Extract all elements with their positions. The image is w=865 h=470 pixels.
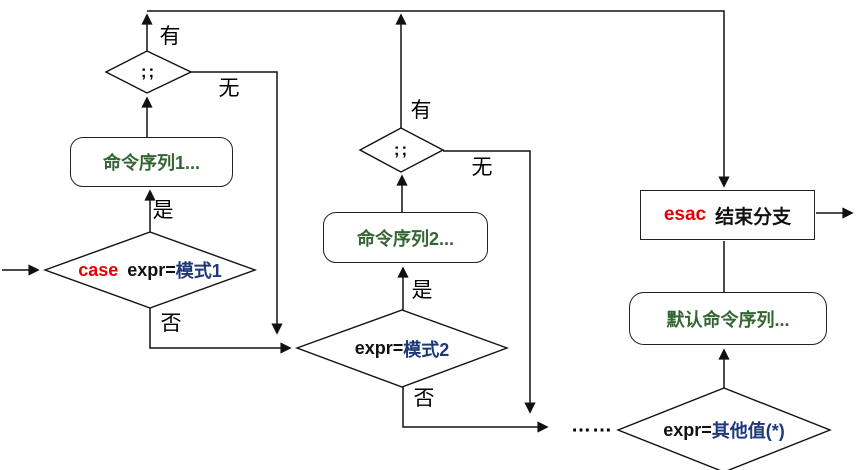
semicolon-diamond-1 bbox=[104, 50, 193, 94]
none-label-1: 无 bbox=[218, 77, 240, 100]
cmd-sequence-2-label: 命令序列2... bbox=[356, 228, 454, 249]
esac-label: 结束分支 bbox=[715, 206, 792, 228]
cmd-sequence-1-label: 命令序列1... bbox=[102, 153, 200, 173]
yes-label-1: 是 bbox=[152, 199, 174, 222]
pattern2-no-line bbox=[402, 387, 549, 433]
yes-label-2: 是 bbox=[411, 279, 433, 302]
semi2-none-line bbox=[443, 150, 536, 414]
have-label-2: 有 bbox=[410, 99, 432, 122]
pattern2-diamond bbox=[294, 309, 510, 388]
no-label-1: 否 bbox=[160, 312, 182, 335]
ellipsis-label: …… bbox=[571, 414, 613, 437]
other-value-diamond bbox=[616, 387, 832, 470]
case-pattern1-diamond bbox=[42, 231, 258, 309]
cmd-sequence-1-box: 命令序列1... bbox=[70, 137, 233, 187]
top-loop-to-esac bbox=[147, 10, 730, 188]
semicolon-diamond-2 bbox=[358, 127, 445, 173]
default-cmd-label: 默认命令序列... bbox=[666, 309, 790, 330]
esac-box: esac 结束分支 bbox=[640, 190, 815, 240]
case-no-line bbox=[149, 308, 292, 354]
none-label-2: 无 bbox=[471, 156, 493, 179]
no-label-2: 否 bbox=[413, 387, 435, 410]
cmd-sequence-2-box: 命令序列2... bbox=[323, 212, 488, 263]
esac-keyword: esac bbox=[663, 204, 707, 225]
semi1-none-line bbox=[191, 71, 283, 335]
default-cmd-box: 默认命令序列... bbox=[629, 292, 827, 345]
have-label-1: 有 bbox=[159, 25, 181, 48]
